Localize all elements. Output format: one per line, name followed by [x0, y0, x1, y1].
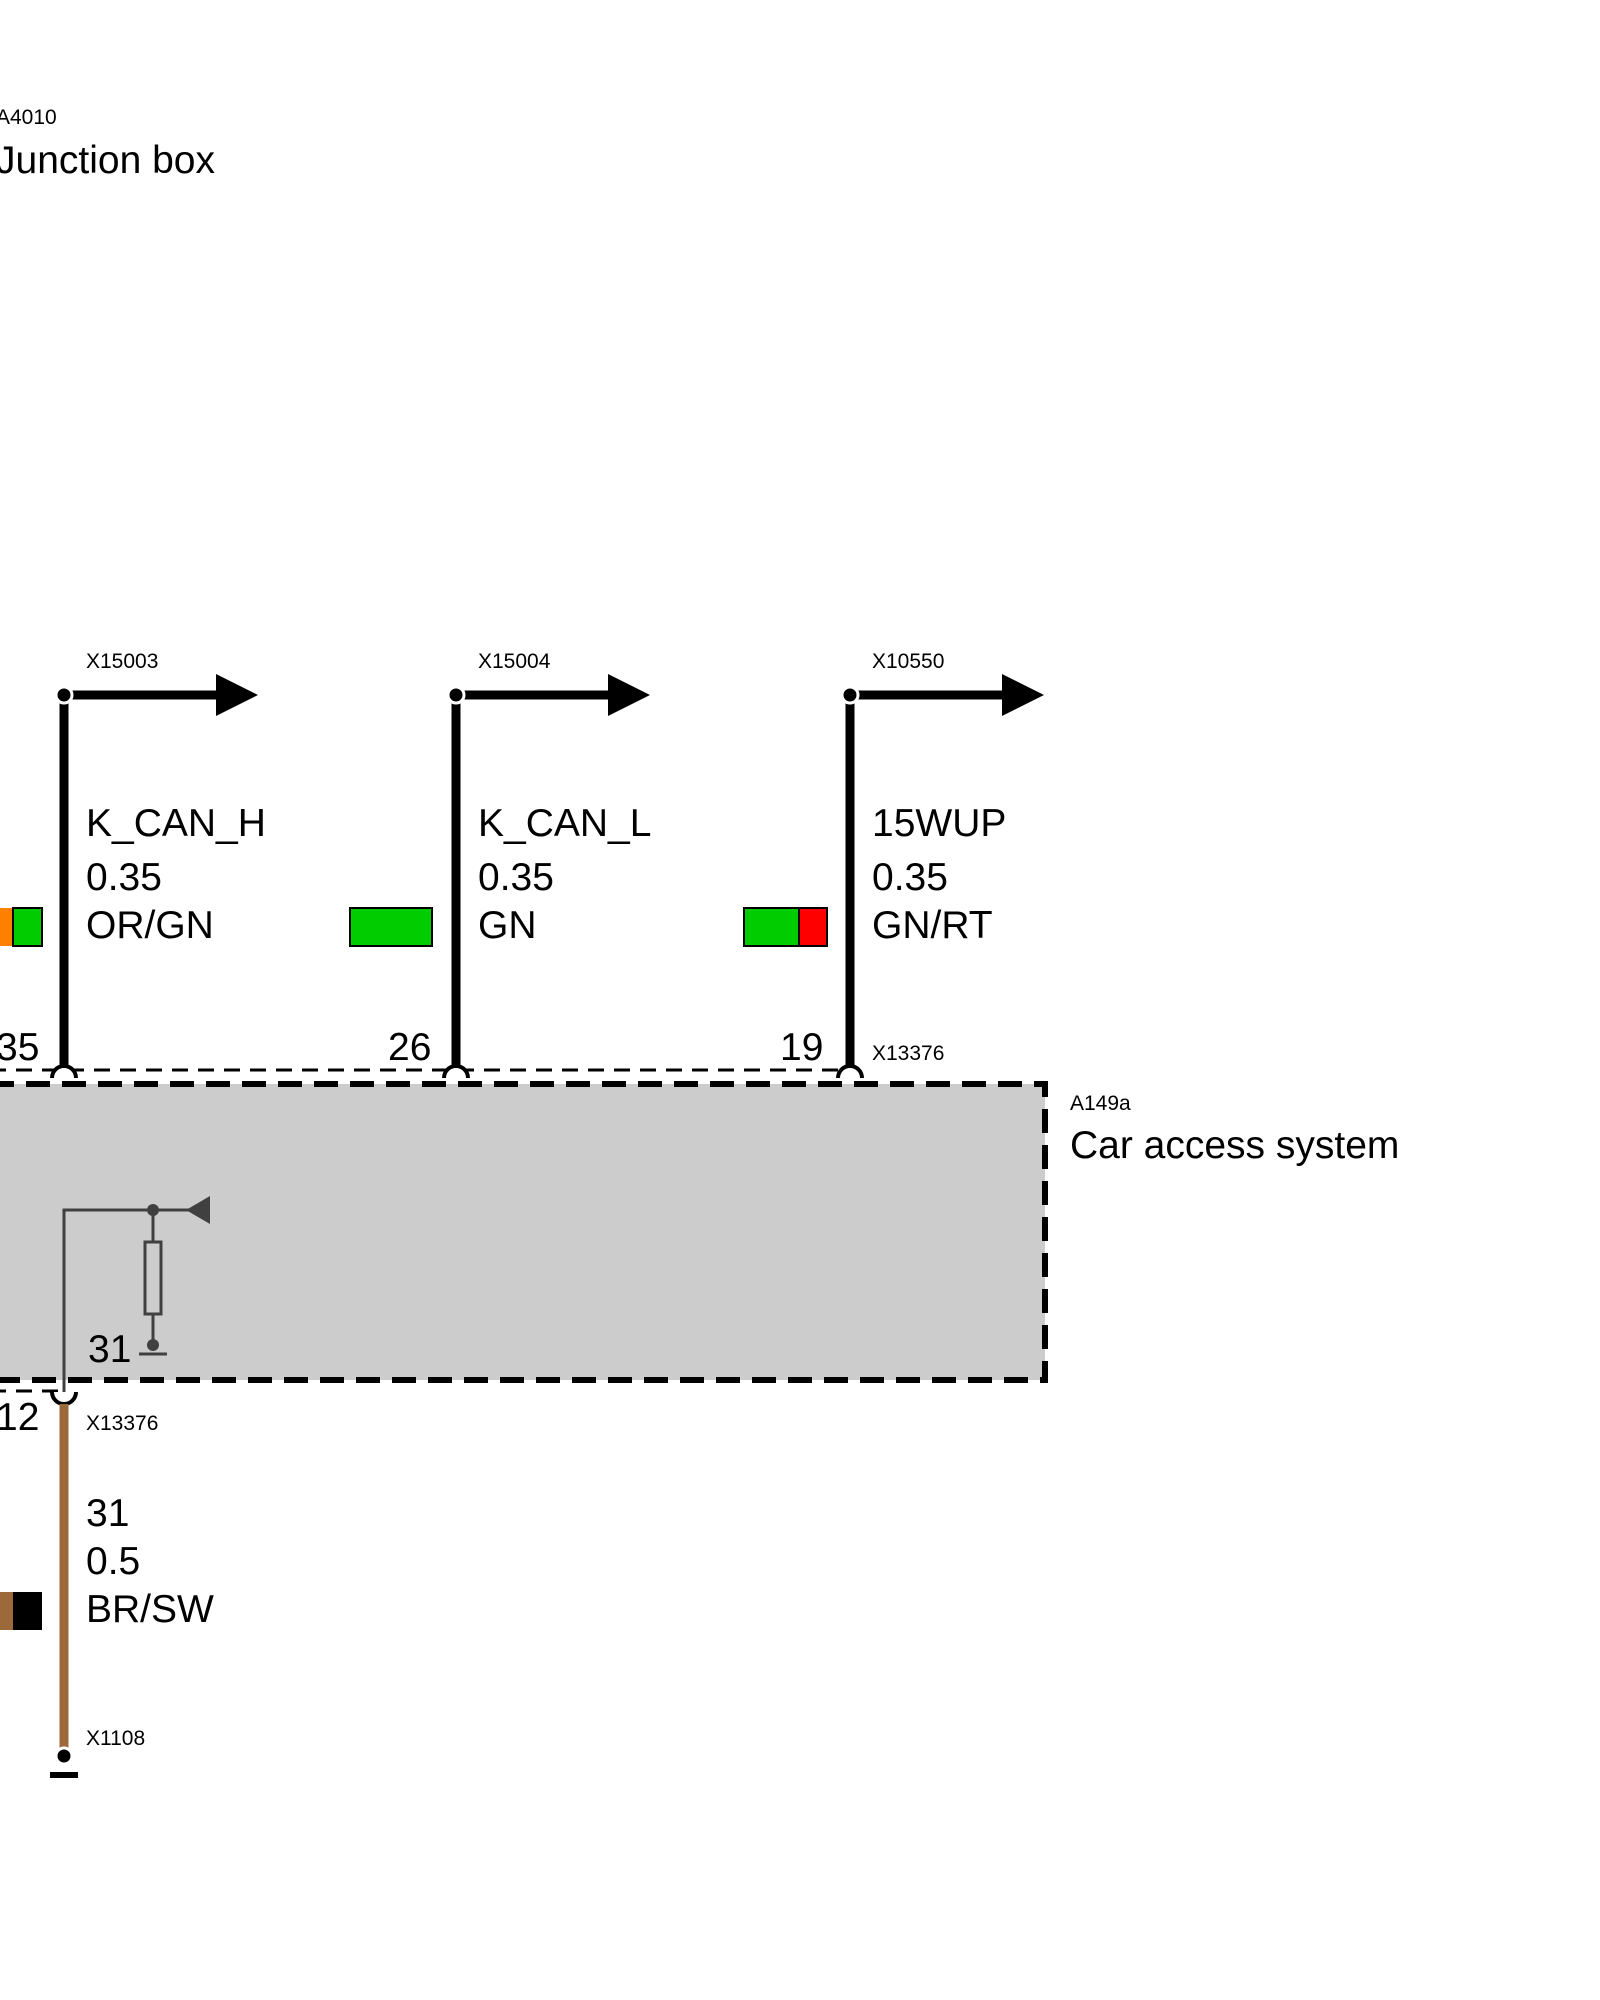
- connector-x15003: X15003: [86, 650, 158, 673]
- swatch-color-2: [12, 907, 43, 947]
- color-br-sw: BR/SW: [86, 1588, 214, 1631]
- gauge-31: 0.5: [86, 1540, 140, 1583]
- pin-19: 19: [780, 1026, 823, 1069]
- car-access-system-id: A149a: [1070, 1092, 1131, 1115]
- gauge-k-can-h: 0.35: [86, 856, 162, 899]
- gauge-k-can-l: 0.35: [478, 856, 554, 899]
- arrow-right-icon: [216, 674, 258, 716]
- pin-26: 26: [388, 1026, 431, 1069]
- internal-circuit: [62, 1196, 210, 1392]
- ground-node-icon: [147, 1339, 159, 1351]
- wire-15wup: [743, 674, 1044, 1079]
- car-access-system-module: [0, 1068, 1048, 1393]
- color-k-can-l: GN: [478, 904, 537, 947]
- signal-k-can-h: K_CAN_H: [86, 802, 266, 845]
- car-access-system-name: Car access system: [1070, 1124, 1399, 1167]
- wire-ground-31: [0, 1391, 78, 1778]
- module-border: [0, 1081, 1048, 1383]
- color-k-can-h: OR/GN: [86, 904, 214, 947]
- connector-x1108: X1108: [86, 1727, 145, 1750]
- connector-x13376-top: X13376: [872, 1042, 944, 1065]
- internal-wire: [62, 1208, 153, 1392]
- wire-k-can-h: [0, 674, 258, 1079]
- swatch-color-1: [349, 907, 433, 947]
- internal-ground-label: 31: [88, 1328, 131, 1371]
- swatch-color-1: [0, 1592, 13, 1630]
- pin-contact-icon: [50, 1391, 78, 1406]
- pin-contact-icon: [836, 1064, 864, 1079]
- arrow-right-icon: [1002, 674, 1044, 716]
- gauge-15wup: 0.35: [872, 856, 948, 899]
- color-15wup: GN/RT: [872, 904, 993, 947]
- connector-x15004: X15004: [478, 650, 551, 673]
- connector-x10550: X10550: [872, 650, 944, 673]
- wire-k-can-l: [349, 674, 650, 1079]
- swatch-color-1: [743, 907, 800, 947]
- pin-35: 35: [0, 1026, 39, 1069]
- junction-dot-icon: [446, 685, 466, 705]
- ground-dot-icon: [54, 1746, 74, 1766]
- signal-arrow-icon: [186, 1196, 210, 1224]
- signal-15wup: 15WUP: [872, 802, 1006, 845]
- junction-dot-icon: [840, 685, 860, 705]
- swatch-color-1: [0, 908, 13, 946]
- module-body: [0, 1084, 1045, 1380]
- pin-12: 12: [0, 1396, 39, 1439]
- junction-box-id: A4010: [0, 106, 57, 129]
- pin-contact-icon: [50, 1064, 78, 1079]
- arrow-right-icon: [608, 674, 650, 716]
- junction-box-name: Junction box: [0, 139, 215, 182]
- connector-x13376-bottom: X13376: [86, 1412, 158, 1435]
- signal-31: 31: [86, 1492, 129, 1535]
- junction-dot-icon: [54, 685, 74, 705]
- swatch-color-2: [13, 1592, 42, 1630]
- pin-contact-icon: [442, 1064, 470, 1079]
- swatch-color-2: [798, 907, 828, 947]
- signal-k-can-l: K_CAN_L: [478, 802, 651, 845]
